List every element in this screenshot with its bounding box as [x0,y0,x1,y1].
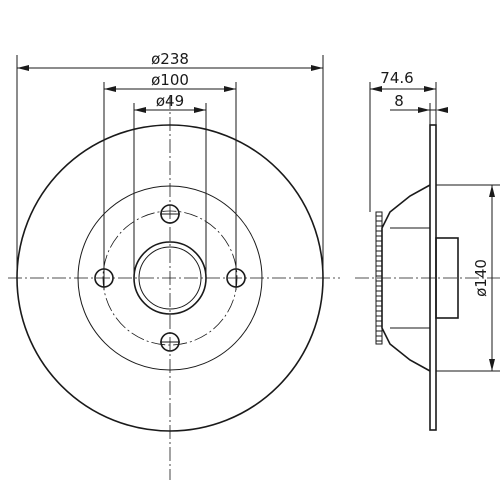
dimension-hub-diameter: ø140 [436,184,500,372]
dimension-overall-height: 74.6 [369,69,437,212]
dimension-bolt-circle: ø100 [103,71,237,268]
bolt-hole-crosshairs [103,213,237,343]
dim-center-bore-label: ø49 [156,92,184,110]
abs-ring-teeth [376,215,382,342]
dimension-outer-diameter: ø238 [16,50,324,278]
front-view: ø238 ø100 ø49 [8,50,340,480]
abs-tone-ring [375,211,383,345]
center-bore-inner [138,246,202,310]
dimension-center-bore: ø49 [133,92,207,278]
hub-flange-profile [435,237,459,319]
hub-face-circle [77,185,263,371]
dim-disc-thickness-label: 8 [394,92,404,110]
disc-profile [429,124,437,431]
dim-overall-height-label: 74.6 [380,69,413,87]
dim-bolt-circle-label: ø100 [151,71,189,89]
dimension-disc-thickness: 8 [390,92,448,125]
dim-outer-diameter-label: ø238 [151,50,189,68]
bolt-pitch-circle [102,210,238,346]
dim-hub-diameter-label: ø140 [472,259,490,297]
side-view: 74.6 8 ø140 [355,69,500,431]
